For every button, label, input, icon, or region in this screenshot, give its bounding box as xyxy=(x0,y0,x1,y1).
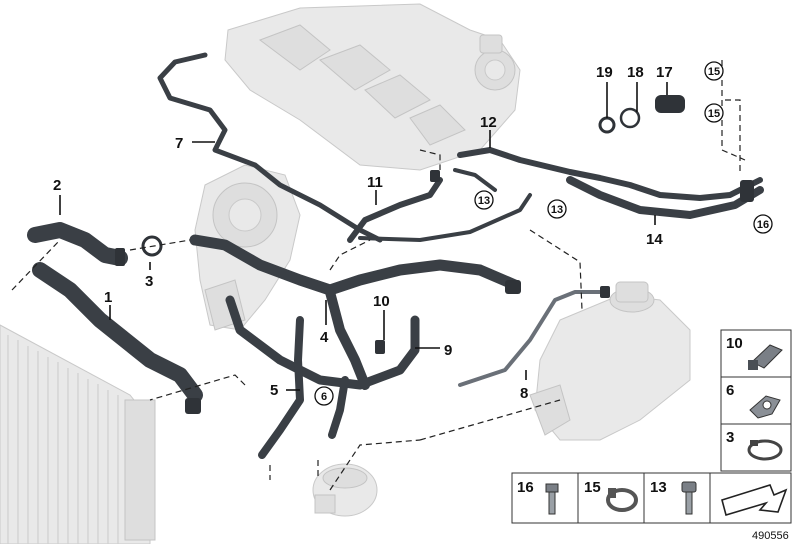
bolt-icon xyxy=(681,481,697,515)
label-part-19: 19 xyxy=(596,64,613,81)
label-part-2: 2 xyxy=(53,177,61,194)
label-part-4: 4 xyxy=(320,329,329,346)
label-part-12: 12 xyxy=(480,114,497,131)
legend-label-15: 15 xyxy=(584,479,601,496)
circled-label-15b: 15 xyxy=(704,103,724,123)
circled-label-16: 16 xyxy=(753,214,773,234)
label-part-18: 18 xyxy=(627,64,644,81)
circled-label-15a: 15 xyxy=(704,61,724,81)
legend-label-16: 16 xyxy=(517,479,534,496)
legend-label-10: 10 xyxy=(726,335,743,352)
svg-text:6: 6 xyxy=(321,391,327,403)
circled-label-13a: 13 xyxy=(474,190,494,210)
radiator-ghost xyxy=(0,324,156,544)
label-part-5: 5 xyxy=(270,382,278,399)
spring-clamp-icon xyxy=(747,439,783,461)
hose-clip-icon xyxy=(748,344,783,370)
legend-right: 10 6 3 xyxy=(720,329,792,472)
bracket-clip-icon xyxy=(749,395,781,419)
label-part-1: 1 xyxy=(104,289,112,306)
aux-pump-ghost xyxy=(312,463,378,517)
svg-text:15: 15 xyxy=(708,66,720,78)
circled-label-13b: 13 xyxy=(547,199,567,219)
legend-label-6: 6 xyxy=(726,382,734,399)
label-part-7: 7 xyxy=(175,135,183,152)
label-part-10: 10 xyxy=(373,293,390,310)
cylinder-head-ghost xyxy=(224,3,521,171)
svg-text:16: 16 xyxy=(757,219,769,231)
label-part-17: 17 xyxy=(656,64,673,81)
direction-arrow-icon xyxy=(721,484,788,517)
svg-text:13: 13 xyxy=(551,204,563,216)
legend-label-3: 3 xyxy=(726,429,734,446)
label-part-9: 9 xyxy=(444,342,452,359)
label-part-14: 14 xyxy=(646,231,663,248)
circled-label-6: 6 xyxy=(314,386,334,406)
legend-bottom: 16 15 13 xyxy=(511,472,792,524)
label-part-8: 8 xyxy=(520,385,528,402)
connector-marks xyxy=(115,95,754,414)
band-clamp-icon xyxy=(606,488,638,512)
svg-text:13: 13 xyxy=(478,195,490,207)
svg-text:15: 15 xyxy=(708,108,720,120)
screw-icon xyxy=(545,483,559,515)
reference-number: 490556 xyxy=(752,530,789,542)
expansion-tank-ghost xyxy=(529,281,691,441)
label-part-3: 3 xyxy=(145,273,153,290)
label-part-11: 11 xyxy=(367,174,383,191)
legend-label-13: 13 xyxy=(650,479,667,496)
